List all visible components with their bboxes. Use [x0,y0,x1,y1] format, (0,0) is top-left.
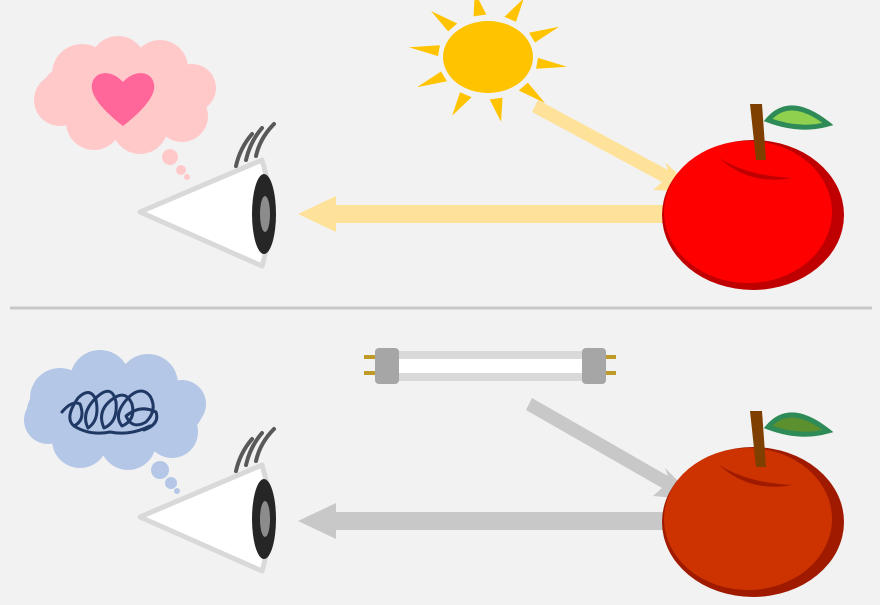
top-panel [34,0,844,290]
scribble-icon [60,389,159,435]
incoming-light-ray [532,100,697,192]
red-apple-icon [662,104,844,290]
sun-ray [473,0,487,17]
thought-cloud [24,350,206,494]
sun-ray [431,10,458,32]
reflected-light-ray [298,196,682,232]
heart-icon [91,73,155,126]
sun-ray [408,45,440,57]
fluorescent-tube-icon [364,348,616,384]
reflected-light-ray [298,503,682,539]
sun-ray [416,71,447,88]
eye-icon [140,124,276,266]
sun-ray [536,57,568,69]
sun-ray [504,0,524,22]
sun-ray [518,82,545,104]
sun-ray [489,97,503,122]
sun-disc [443,21,533,93]
sun-icon [408,0,568,122]
dull-apple-icon [662,411,844,597]
sun-ray [529,26,560,43]
thought-cloud [34,36,216,180]
incoming-light-ray [526,398,697,500]
bottom-panel [24,348,844,597]
sun-ray [452,92,472,116]
